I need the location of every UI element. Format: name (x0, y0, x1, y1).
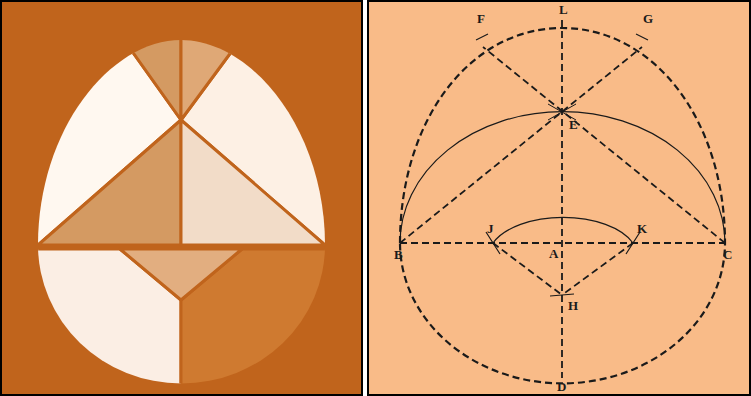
point-label: K (636, 222, 648, 236)
point-label: B (393, 248, 404, 262)
point-label: G (642, 12, 654, 26)
panel-ground (368, 1, 750, 395)
construction-lines (400, 20, 725, 383)
point-label: D (556, 380, 567, 394)
tangram-pieces (20, 20, 342, 396)
point-label: E (568, 118, 579, 132)
point-label: L (558, 3, 569, 17)
point-label: F (476, 12, 486, 26)
point-label: A (548, 247, 559, 261)
point-label: J (486, 222, 495, 236)
point-label: C (722, 248, 733, 262)
point-label: H (567, 299, 579, 313)
